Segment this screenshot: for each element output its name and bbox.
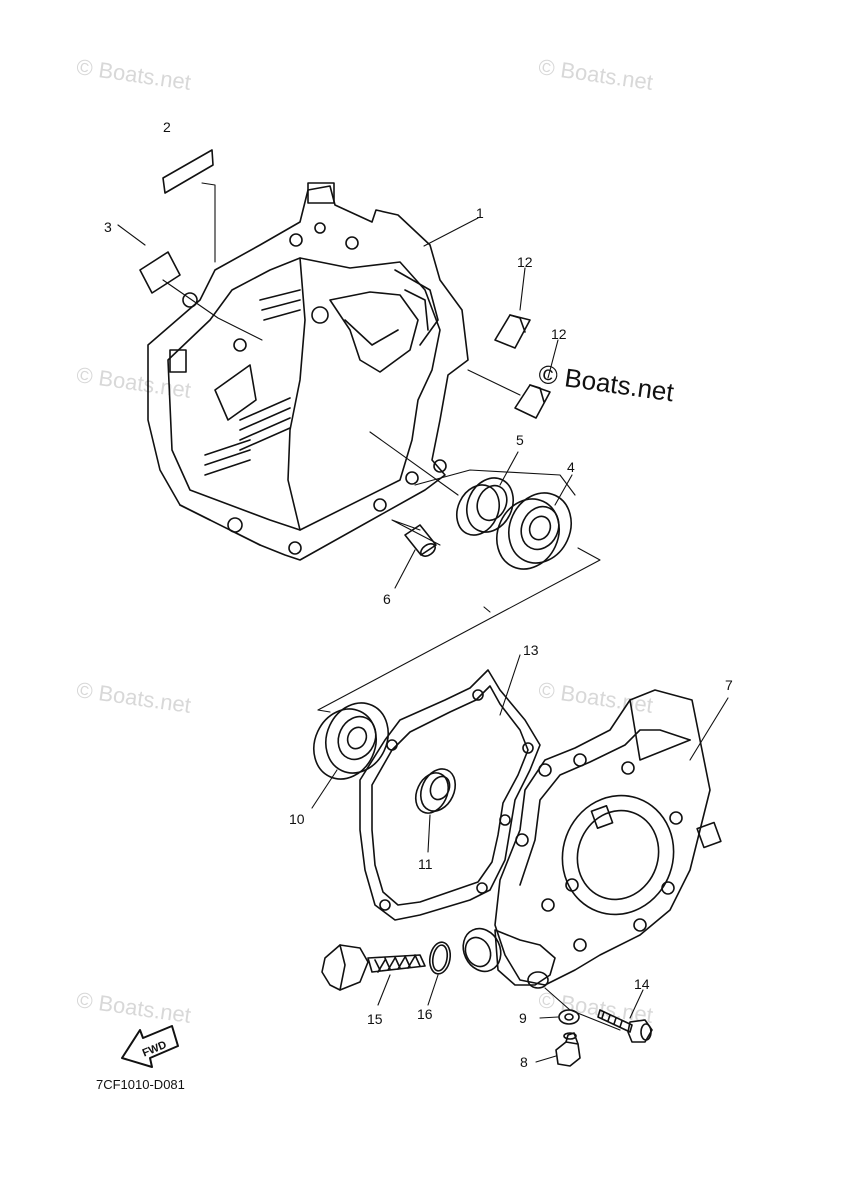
crankcase-cover-7 [462, 689, 722, 989]
bearing-4 [496, 492, 572, 570]
bolt-8 [555, 1032, 581, 1067]
leader-lines-upper [117, 182, 601, 711]
gasket-13 [359, 669, 541, 921]
callout-2: 2 [163, 119, 171, 135]
bearing-10 [313, 702, 389, 780]
callout-15: 15 [367, 1011, 383, 1027]
crankcase [147, 182, 469, 561]
callout-4: 4 [567, 459, 575, 475]
label-plate-3 [139, 251, 181, 294]
oil-seal-11 [414, 768, 457, 814]
callout-10: 10 [289, 811, 305, 827]
diagram-code: 7CF1010-D081 [96, 1077, 185, 1092]
callout-3: 3 [104, 219, 112, 235]
callout-12b: 12 [551, 326, 567, 342]
o-ring-16 [428, 941, 452, 975]
callout-16: 16 [417, 1006, 433, 1022]
callout-14: 14 [634, 976, 650, 992]
callout-12a: 12 [517, 254, 533, 270]
dipstick-15 [321, 944, 426, 991]
callout-5: 5 [516, 432, 524, 448]
callout-6: 6 [383, 591, 391, 607]
dowel-12b [514, 384, 551, 419]
bolt-14 [597, 1009, 653, 1043]
callout-7: 7 [725, 677, 733, 693]
dowel-pin-6 [404, 524, 437, 557]
callout-13: 13 [523, 642, 539, 658]
callout-9: 9 [519, 1010, 527, 1026]
callout-8: 8 [520, 1054, 528, 1070]
callout-1: 1 [476, 205, 484, 221]
dowel-12a [494, 314, 531, 349]
callout-11: 11 [418, 856, 433, 872]
label-plate-2 [162, 149, 214, 194]
washer-9 [558, 1009, 580, 1025]
fwd-arrow-icon: FWD [121, 1025, 179, 1068]
oil-seal-5 [456, 477, 514, 536]
